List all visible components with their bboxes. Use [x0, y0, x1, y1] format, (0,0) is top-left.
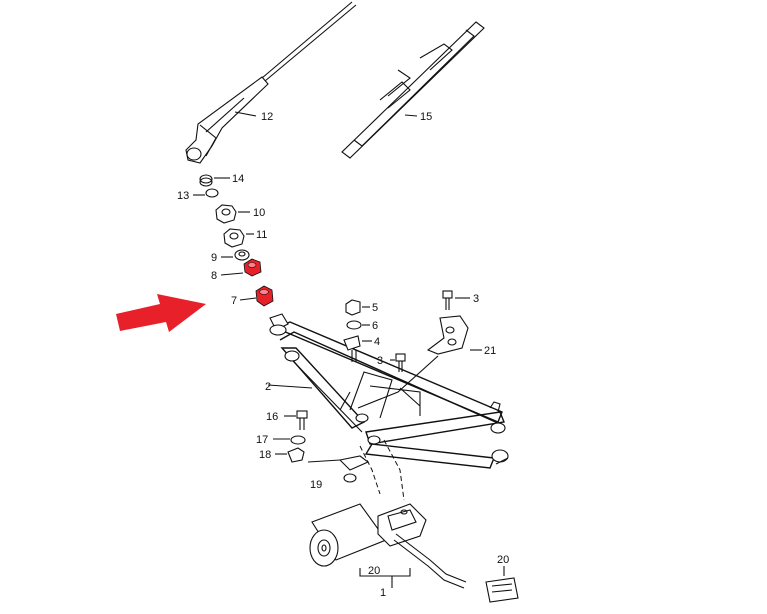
bushing-part-8-highlighted: [220, 258, 262, 277]
bolt-part-3-upper: [442, 290, 470, 310]
bracket-part-21: [357, 315, 482, 409]
stud-part-4: [343, 335, 372, 362]
crank-part-19: [307, 439, 405, 501]
label-1: 1: [380, 587, 386, 599]
label-20-motor: 20: [368, 565, 380, 577]
label-17: 17: [256, 434, 268, 446]
linkage-frame-part-2: [267, 313, 509, 469]
label-12: 12: [261, 111, 273, 123]
washer-part-6: [346, 320, 370, 330]
nut-part-5: [345, 299, 370, 316]
label-3-upper: 3: [473, 293, 479, 305]
wiper-arm-part-12: [185, 1, 357, 164]
label-16: 16: [266, 411, 278, 423]
label-7: 7: [231, 295, 237, 307]
label-9: 9: [211, 252, 217, 264]
label-3-lower: 3: [377, 355, 383, 367]
nut-part-11: [223, 228, 254, 248]
label-11: 11: [256, 229, 267, 241]
label-10: 10: [253, 207, 265, 219]
bolt-part-16: [284, 410, 308, 430]
label-18: 18: [259, 449, 271, 461]
washer-part-13: [193, 188, 219, 198]
label-4: 4: [374, 336, 380, 348]
washer-part-17: [273, 435, 306, 445]
label-15: 15: [420, 111, 432, 123]
nut-part-10: [215, 204, 250, 224]
label-13: 13: [177, 190, 189, 202]
label-20-connector: 20: [497, 554, 509, 566]
bushing-part-18: [275, 447, 305, 463]
red-arrow-icon: [116, 294, 206, 332]
label-2: 2: [265, 381, 271, 393]
label-14: 14: [232, 173, 244, 185]
washer-part-9: [221, 249, 250, 261]
label-5: 5: [372, 302, 378, 314]
wiper-motor-part-1: [309, 503, 467, 589]
wiper-blade-part-15: [341, 21, 485, 159]
connector-part-20: [485, 566, 519, 603]
label-6: 6: [372, 320, 378, 332]
label-21: 21: [484, 345, 496, 357]
nut-part-14: [199, 174, 230, 187]
label-19: 19: [310, 479, 322, 491]
label-8: 8: [211, 270, 217, 282]
bushing-part-7-highlighted: [239, 285, 274, 307]
bolt-part-3-lower: [390, 353, 406, 372]
